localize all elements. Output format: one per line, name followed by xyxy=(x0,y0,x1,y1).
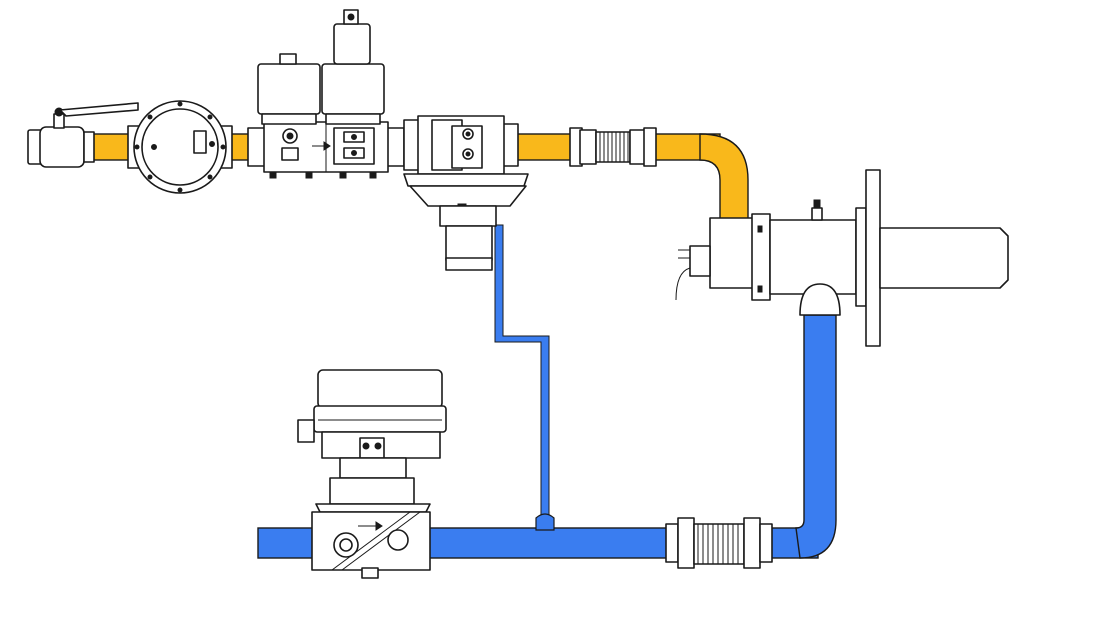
pressure-regulator-icon xyxy=(403,115,529,271)
ball-valve-icon[interactable] xyxy=(27,102,139,168)
actuator-icon[interactable] xyxy=(297,369,447,579)
air-pipe-riser xyxy=(795,314,837,559)
filter-icon xyxy=(127,100,233,194)
burner-icon xyxy=(675,169,1009,347)
impulse-line xyxy=(494,224,550,516)
impulse-tee xyxy=(535,513,555,531)
gas-pipe-elbow xyxy=(699,133,749,223)
ball-valve-handle[interactable] xyxy=(59,102,139,117)
solenoid-valve-icon xyxy=(247,9,405,179)
air-bellows-icon xyxy=(665,517,773,569)
bellows-icon xyxy=(569,127,657,167)
